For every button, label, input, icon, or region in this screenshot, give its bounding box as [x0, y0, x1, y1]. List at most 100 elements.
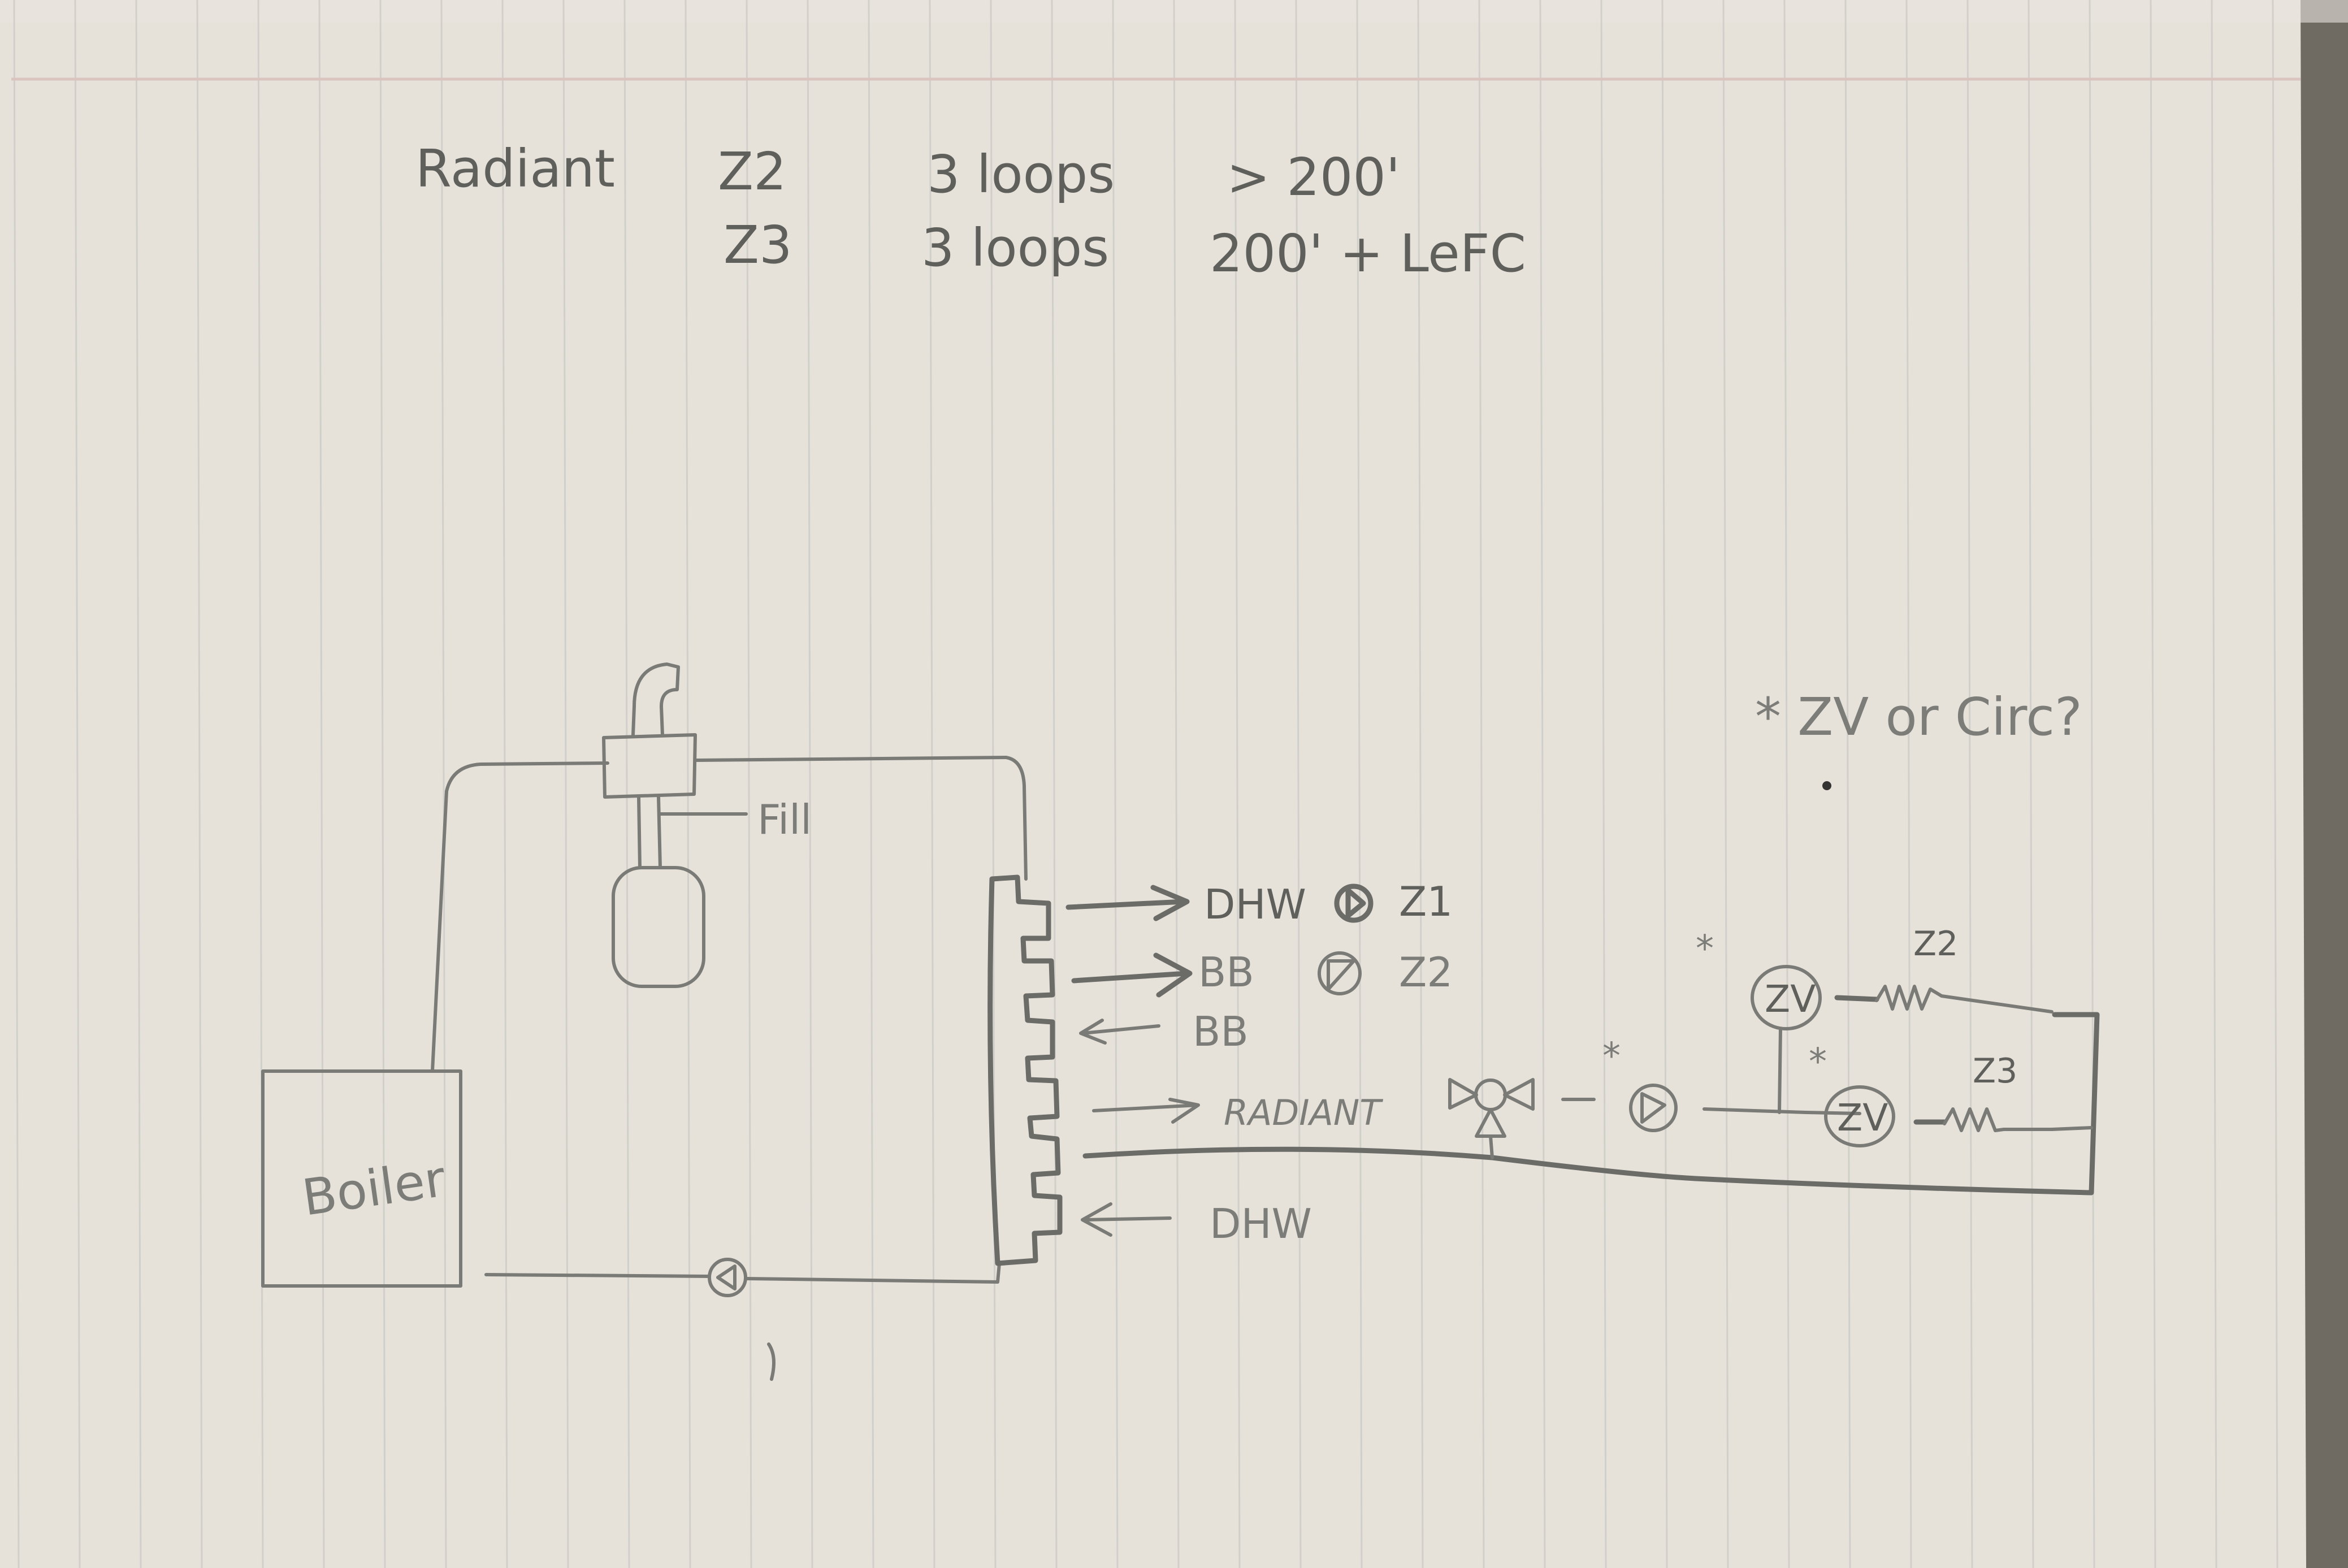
rule-line — [746, 0, 752, 1568]
rule-line — [685, 0, 691, 1568]
rule-line — [807, 0, 813, 1568]
notes-row-2-zone: Z3 — [724, 215, 792, 275]
notes-row-2-length: 200' + LeFC — [1210, 223, 1526, 284]
rule-line — [1173, 0, 1180, 1568]
arrow-in-icon — [1081, 1202, 1172, 1237]
zone-label: Z3 — [1973, 1051, 2017, 1091]
rule-line — [1966, 0, 1973, 1568]
footnote-zv-or-circ: * ZV or Circ? — [1755, 687, 2082, 747]
zv-marker: * — [1696, 928, 1714, 970]
port-label: DHW — [1210, 1200, 1312, 1248]
rule-line — [1112, 0, 1119, 1568]
radiant-branch: * * ZV Z2 * ZV Z3 — [1082, 924, 2100, 1196]
rule-line — [1661, 0, 1668, 1568]
radiant-supply-pipe-2 — [1702, 1107, 1861, 1115]
rule-line — [868, 0, 874, 1568]
rule-lines — [13, 0, 2278, 1568]
zv-marker: * — [1809, 1041, 1827, 1083]
zone-valve-label: ZV — [1765, 977, 1816, 1021]
circulator-pump-icon — [1318, 951, 1362, 995]
pump-arrow — [716, 1264, 737, 1290]
pencil-dot — [1822, 781, 1831, 790]
rule-line — [13, 0, 20, 1568]
rule-line — [1295, 0, 1302, 1568]
rule-line — [135, 0, 142, 1568]
manifold-ports: DHW Z1 BB Z2 BB RADIANT — [1065, 878, 1453, 1248]
rule-line — [1783, 0, 1790, 1568]
port-dhw-return: DHW — [1081, 1200, 1312, 1248]
air-separator-icon — [602, 662, 697, 799]
return-pipe-left — [484, 1273, 711, 1278]
zone-pipe — [1834, 995, 1879, 1002]
arrow-out-icon — [1065, 885, 1190, 921]
rule-line — [562, 0, 569, 1568]
notes-row-1-zone: Z2 — [718, 141, 787, 202]
rule-line — [440, 0, 447, 1568]
rule-line — [1722, 0, 1729, 1568]
rule-line — [1417, 0, 1424, 1568]
rule-line — [2272, 0, 2278, 1568]
zone-tee-riser — [1778, 1027, 1782, 1114]
three-way-mixing-valve-icon — [1448, 1078, 1535, 1159]
radiant-return-pipe — [1082, 1012, 2100, 1196]
notes-row-2-loops: 3 loops — [921, 218, 1109, 278]
fill-label: Fill — [757, 796, 812, 843]
radiant-zone-z3: * ZV Z3 — [1809, 1041, 2054, 1147]
rule-line — [196, 0, 203, 1568]
supply-pipe — [431, 761, 609, 1073]
rule-line — [2028, 0, 2034, 1568]
zone-valve-icon: ZV — [1751, 965, 1822, 1030]
zone-label: Z1 — [1399, 878, 1453, 925]
zone-valve-label: ZV — [1837, 1096, 1888, 1140]
boiler-box — [261, 1069, 462, 1288]
boiler-pump — [708, 1258, 747, 1297]
manifold-outline — [987, 874, 1063, 1266]
port-baseboard-supply: BB Z2 — [1071, 948, 1453, 998]
rule-line — [1234, 0, 1241, 1568]
rule-line — [1844, 0, 1851, 1568]
rule-line — [990, 0, 997, 1568]
rule-line — [929, 0, 935, 1568]
circulator-pump-icon — [1334, 883, 1374, 923]
arrow-in-icon — [1079, 1019, 1160, 1045]
zone-label: Z2 — [1913, 924, 1958, 964]
port-label: DHW — [1204, 881, 1306, 928]
circulator-pump-icon — [1629, 1084, 1678, 1132]
radiant-loop-icon — [1943, 1107, 2054, 1132]
zone-valve-icon: ZV — [1824, 1085, 1895, 1147]
arrow-out-icon — [1071, 952, 1193, 998]
radiant-loop-icon — [1875, 985, 2054, 1013]
rule-line — [2150, 0, 2156, 1568]
port-label: BB — [1198, 948, 1254, 996]
z3-return-stub — [2050, 1126, 2093, 1131]
pencil-stray-mark — [767, 1342, 776, 1381]
rule-line — [1905, 0, 1912, 1568]
circulator-pump-icon — [708, 1258, 747, 1297]
arrow-out-icon — [1092, 1098, 1200, 1124]
rule-line — [1600, 0, 1607, 1568]
pump-marker: * — [1602, 1036, 1621, 1077]
rule-line — [1356, 0, 1363, 1568]
tank-stem — [637, 795, 662, 869]
header-manifold-icon — [987, 874, 1063, 1266]
rule-line — [1539, 0, 1546, 1568]
port-label: BB — [1193, 1008, 1249, 1055]
rule-line — [2089, 0, 2095, 1568]
notes-row-1-loops: 3 loops — [927, 144, 1115, 205]
notes-row-1-length: > 200' — [1227, 147, 1400, 207]
radiant-zone-z2: * ZV Z2 — [1696, 924, 2054, 1030]
rule-line — [318, 0, 325, 1568]
rule-line — [2211, 0, 2217, 1568]
zone-label: Z2 — [1399, 948, 1453, 996]
notes-header-label: Radiant — [415, 138, 615, 199]
rule-line — [501, 0, 508, 1568]
rule-line — [257, 0, 264, 1568]
supply-pipe-to-header — [694, 756, 1028, 881]
port-dhw-supply: DHW Z1 — [1065, 878, 1453, 928]
port-baseboard-return: BB — [1079, 1008, 1249, 1055]
port-label: RADIANT — [1224, 1092, 1383, 1133]
rule-line — [74, 0, 81, 1568]
rule-line — [1051, 0, 1058, 1568]
